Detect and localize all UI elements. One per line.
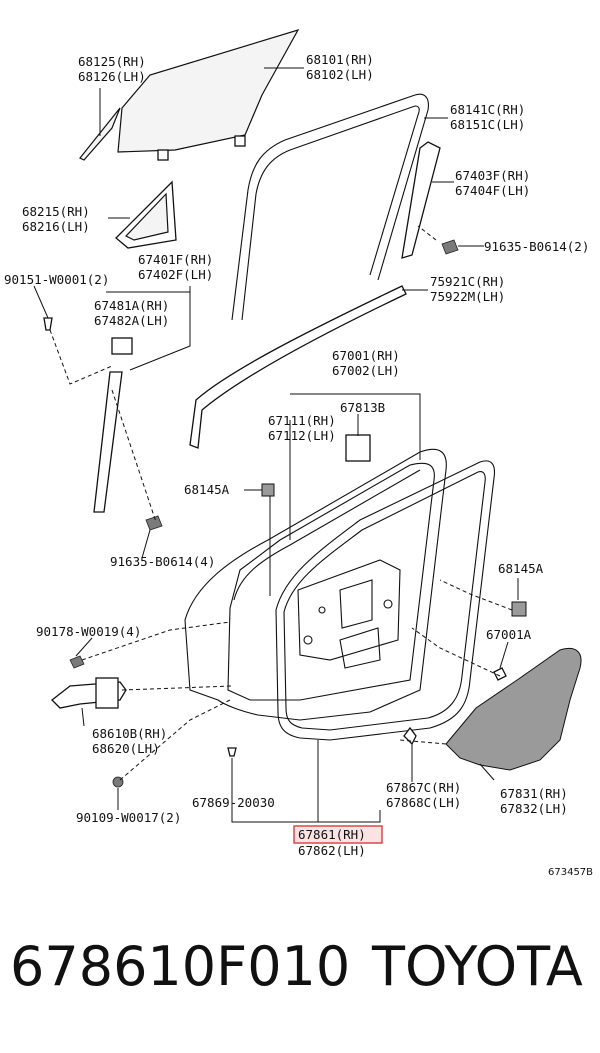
pin-67869-part <box>227 747 237 757</box>
label-67404f-lh: 67404F(LH) <box>455 183 530 198</box>
label-67111-rh: 67111(RH) <box>268 413 336 428</box>
bolt-91635-lower-part <box>145 515 163 531</box>
label-67481a-rh: 67481A(RH) <box>94 298 169 313</box>
label-67112-lh: 67112(LH) <box>268 428 336 443</box>
door-hole-detail-part <box>318 606 326 614</box>
label-90109-w0017-2: 90109-W0017(2) <box>76 810 181 825</box>
label-67869-20030: 67869-20030 <box>192 795 275 810</box>
label-67402f-lh: 67402F(LH) <box>138 267 213 282</box>
label-67867c-rh: 67867C(RH) <box>386 780 461 795</box>
label-68145a-right: 68145A <box>498 561 544 576</box>
label-67861-rh[interactable]: 67861(RH) <box>298 827 366 842</box>
clip-67001a-part <box>493 667 507 681</box>
label-90151-w0001-2: 90151-W0001(2) <box>4 272 109 287</box>
label-67401f-rh: 67401F(RH) <box>138 252 213 267</box>
door-hole-detail-part <box>303 635 313 645</box>
label-90178-w0019-4: 90178-W0019(4) <box>36 624 141 639</box>
quarter-frame-inner-part <box>125 192 169 241</box>
label-67403f-rh: 67403F(RH) <box>455 168 530 183</box>
label-68141c-rh: 68141C(RH) <box>450 102 525 117</box>
door-hole-detail-part <box>383 599 393 609</box>
weatherstrip-part <box>283 471 486 731</box>
label-68102-lh: 68102(LH) <box>306 67 374 82</box>
screw-90151-part <box>43 317 53 331</box>
seal-67813b-part <box>345 434 371 462</box>
glass-clip-part <box>234 135 246 147</box>
label-67813b: 67813B <box>340 400 385 415</box>
door-panel-detail-part <box>339 627 381 669</box>
door-panel-detail-part <box>339 579 373 629</box>
door-frame-part <box>184 448 447 721</box>
hinge-leaf-part <box>95 677 119 709</box>
figure-code: 673457B <box>548 867 593 878</box>
label-68610b-rh: 68610B(RH) <box>92 726 167 741</box>
door-panel-detail-part <box>297 559 401 661</box>
inner-seal-part <box>233 469 421 601</box>
label-68216-lh: 68216(LH) <box>22 219 90 234</box>
label-67001a: 67001A <box>486 627 532 642</box>
footer: 678610F010 TOYOTA <box>0 935 600 1015</box>
label-68620-lh: 68620(LH) <box>92 741 160 756</box>
brand-name: TOYOTA <box>372 935 583 998</box>
belt-moulding-part <box>189 285 407 449</box>
label-67482a-lh: 67482A(LH) <box>94 313 169 328</box>
label-68215-rh: 68215(RH) <box>22 204 90 219</box>
label-67002-lh: 67002(LH) <box>332 363 400 378</box>
label-67831-rh: 67831(RH) <box>500 786 568 801</box>
pad-68145a-right-part <box>511 601 527 617</box>
clip-67481a-part <box>111 337 133 355</box>
label-67832-lh: 67832(LH) <box>500 801 568 816</box>
division-bar-part <box>401 141 441 259</box>
label-67862-lh: 67862(LH) <box>298 843 366 858</box>
label-68145a-left: 68145A <box>184 482 230 497</box>
part-number: 678610F010 <box>10 935 351 998</box>
label-68151c-lh: 68151C(LH) <box>450 117 525 132</box>
label-68125-rh: 68125(RH) <box>78 54 146 69</box>
run-channel-part <box>241 105 420 321</box>
label-91635-b0614-4: 91635-B0614(4) <box>110 554 215 569</box>
service-cover-part <box>445 647 582 771</box>
rear-channel-part <box>93 371 123 513</box>
pad-68145a-left-part <box>261 483 275 497</box>
run-channel-part <box>231 93 429 321</box>
door-glass-part <box>117 28 300 153</box>
label-67001-rh: 67001(RH) <box>332 348 400 363</box>
label-91635-b0614-2: 91635-B0614(2) <box>484 239 589 254</box>
label-68101-rh: 68101(RH) <box>306 52 374 67</box>
bolt-91635-top-part <box>441 239 459 255</box>
door-parts-diagram: 68125(RH) 68126(LH) 68101(RH) 68102(LH) … <box>4 28 593 878</box>
label-75921c-rh: 75921C(RH) <box>430 274 505 289</box>
bolt-90178-part <box>69 655 85 669</box>
door-frame-inner-part <box>227 462 435 701</box>
clip-67867c-part <box>403 726 417 746</box>
glass-clip-part <box>157 149 169 161</box>
label-68126-lh: 68126(LH) <box>78 69 146 84</box>
selected-part-highlight <box>293 825 383 844</box>
weatherstrip-part <box>275 460 496 741</box>
label-67868c-lh: 67868C(LH) <box>386 795 461 810</box>
label-75922m-lh: 75922M(LH) <box>430 289 505 304</box>
